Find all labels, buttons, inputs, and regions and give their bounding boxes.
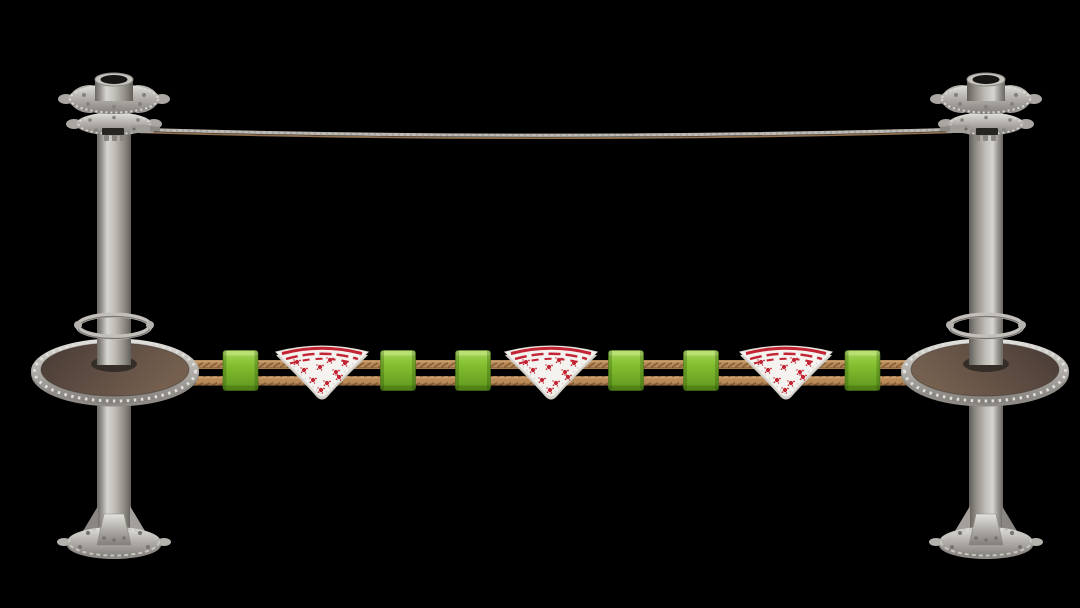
rope-course-rail [180,346,920,399]
rope-clamp-block [844,350,881,391]
step-wedge [276,346,368,399]
post-assembly-right [901,73,1069,559]
rope-clamp-block [222,350,259,391]
step-wedge [740,346,832,399]
rope-clamp-block [380,350,416,391]
post-assembly-left [31,73,199,559]
rope-clamp-block [455,350,491,391]
rope-clamp-block [608,350,644,391]
step-wedge [505,346,597,399]
top-cable [139,127,953,139]
rope-clamp-block [683,350,719,391]
